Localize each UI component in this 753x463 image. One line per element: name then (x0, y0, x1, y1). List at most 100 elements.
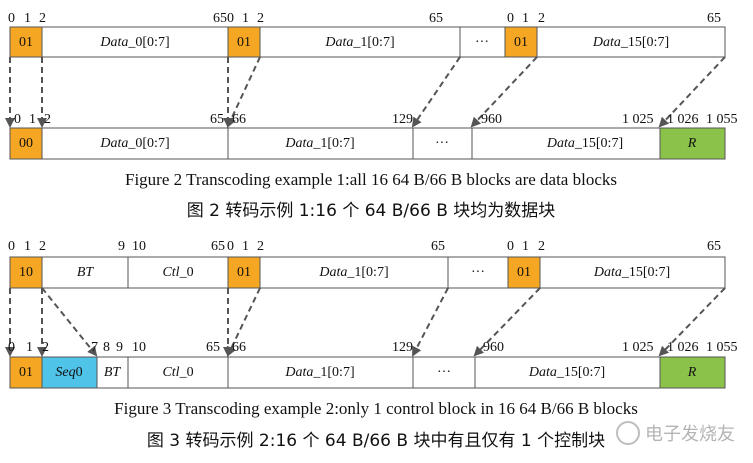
fig3-bottom-seq-label: Seq0 (55, 365, 82, 380)
fig3-bottom-header (9, 356, 43, 389)
tick: 2 (538, 239, 545, 254)
tick: 1 (522, 11, 529, 26)
tick: 8 (103, 340, 110, 355)
tick: 2 (39, 11, 46, 26)
fig3-bottom-data-1-label: Data_1[0:7] (284, 365, 354, 380)
fig2-bottom-data-15-label: Data_15[0:7] (546, 136, 623, 151)
tick: 0 (8, 340, 15, 355)
tick: 129 (392, 340, 413, 355)
fig2-caption-cn: 图 2 转码示例 1:16 个 64 B/66 B 块均为数据块 (187, 201, 556, 221)
fig2-top-data-1-label: Data_1[0:7] (324, 35, 394, 50)
tick: 0 (14, 112, 21, 127)
tick: 2 (257, 11, 264, 26)
fig2-top-sync-15 (504, 26, 538, 58)
fig3-bottom-seq (41, 356, 98, 389)
fig3-top-bt-label: BT (77, 265, 95, 280)
tick: 1 (24, 239, 31, 254)
fig2-arrow-g (658, 56, 726, 128)
tick: 2 (538, 11, 545, 26)
fig2-top-sync-1 (227, 26, 261, 58)
tick: 65 (431, 239, 445, 254)
fig3-top-ellipsis-label: ··· (471, 265, 485, 280)
fig2-top-sync-0 (9, 26, 43, 58)
fig3-bottom-data-15 (474, 356, 661, 389)
tick: 66 (232, 340, 246, 355)
fig3-top-ellipsis (447, 256, 509, 289)
tick: 10 (132, 239, 146, 254)
tick: 1 (29, 112, 36, 127)
fig2-top-data-0 (41, 26, 229, 58)
fig2-top-row: 01 Data_0[0:7] 01 Data_1[0:7] ··· 01 Dat… (8, 11, 726, 58)
tick: 65 (429, 11, 443, 26)
fig2-top-data-0-label: Data_0[0:7] (99, 35, 169, 50)
fig2-top-sync-0-label: 01 (19, 35, 33, 50)
fig3-bottom-r (659, 356, 726, 389)
fig3-caption-cn: 图 3 转码示例 2:16 个 64 B/66 B 块中有且仅有 1 个控制块 (147, 431, 605, 451)
fig3-bottom-data-1 (227, 356, 414, 389)
fig3-top-data-1 (259, 256, 449, 289)
tick: 0 (227, 11, 234, 26)
fig3-top-sync-1 (227, 256, 261, 289)
fig3-arrow-h (658, 287, 726, 357)
fig2-top-ellipsis-label: ··· (475, 35, 489, 50)
fig3-caption-en: Figure 3 Transcoding example 2:only 1 co… (114, 399, 638, 418)
fig3-top-sync-1-label: 01 (237, 265, 251, 280)
watermark-logo-icon (616, 421, 640, 445)
tick: 65 (210, 112, 224, 127)
fig2-arrow-d (226, 56, 261, 128)
tick: 1 025 (622, 112, 654, 127)
fig3-top-header-label: 10 (19, 265, 33, 280)
fig3-top-bt (41, 256, 129, 289)
fig2-top-data-15 (536, 26, 726, 58)
tick: 0 (507, 11, 514, 26)
tick: 2 (42, 340, 49, 355)
tick: 1 (26, 340, 33, 355)
fig2-bottom-data-15 (471, 127, 661, 160)
tick: 2 (39, 239, 46, 254)
tick: 7 (91, 340, 98, 355)
tick: 2 (257, 239, 264, 254)
tick: 66 (232, 112, 246, 127)
fig2-arrow-e (411, 56, 461, 128)
fig2-top-sync-15-label: 01 (514, 35, 528, 50)
tick: 1 026 (667, 112, 699, 127)
fig2-top-data-15-label: Data_15[0:7] (592, 35, 669, 50)
tick: 65 (213, 11, 227, 26)
tick: 1 (242, 239, 249, 254)
fig3-arrow-c (41, 287, 98, 357)
tick: 65 (707, 11, 721, 26)
tick: 129 (392, 112, 413, 127)
fig3-top-ctl-label: Ctl_0 (162, 265, 193, 280)
fig3-bottom-ellipsis-label: ··· (437, 365, 451, 380)
fig2-bottom-ellipsis-label: ··· (435, 136, 449, 151)
tick: 9 (118, 239, 125, 254)
tick: 960 (481, 112, 502, 127)
fig3-arrow-e (226, 287, 261, 357)
fig2-arrows (5, 56, 726, 128)
tick: 65 (707, 239, 721, 254)
fig2-bottom-ellipsis (412, 127, 473, 160)
tick: 1 (242, 11, 249, 26)
fig2-bottom-r (659, 127, 726, 160)
tick: 1 055 (706, 340, 738, 355)
watermark-text: 电子发烧友 (645, 424, 735, 445)
fig2-caption-en: Figure 2 Transcoding example 1:all 16 64… (125, 170, 617, 189)
tick: 1 025 (622, 340, 654, 355)
tick: 65 (206, 340, 220, 355)
tick: 1 (522, 239, 529, 254)
tick: 10 (132, 340, 146, 355)
tick: 9 (116, 340, 123, 355)
fig3-arrow-g (473, 287, 541, 357)
tick: 65 (211, 239, 225, 254)
fig3-bottom-data-15-label: Data_15[0:7] (528, 365, 605, 380)
fig2-bottom-header (9, 127, 43, 160)
fig3-top-ctl (127, 256, 229, 289)
fig2-bottom-data-0-label: Data_0[0:7] (99, 136, 169, 151)
fig3-top-sync-15-label: 01 (517, 265, 531, 280)
fig3-bottom-bt (96, 356, 129, 389)
fig3-arrow-f (412, 287, 449, 357)
tick: 1 026 (667, 340, 699, 355)
fig3-bottom-ctl (127, 356, 229, 389)
tick: 0 (8, 11, 15, 26)
